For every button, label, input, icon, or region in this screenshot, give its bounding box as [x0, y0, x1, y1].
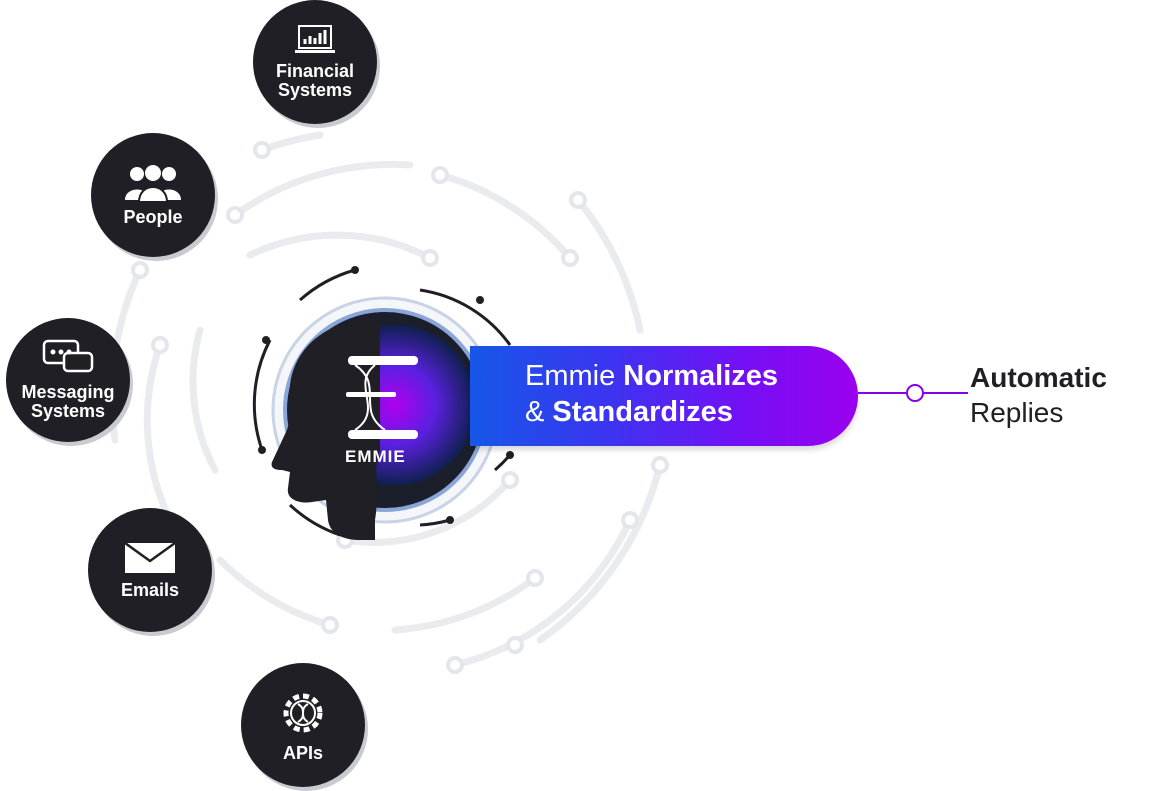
output-label: Automatic Replies: [970, 360, 1107, 430]
chat-bubbles-icon: [42, 339, 94, 373]
head-silhouette-icon: [271, 318, 380, 540]
output-title: Automatic: [970, 362, 1107, 393]
source-financial-systems: Financial Systems: [253, 0, 377, 124]
people-group-icon: [125, 164, 181, 202]
source-apis: APIs: [241, 663, 365, 787]
connector-node: [906, 384, 924, 402]
process-text-light: Emmie: [525, 360, 624, 392]
process-text-light: &: [525, 396, 553, 428]
process-text-bold: Normalizes: [623, 360, 779, 392]
envelope-icon: [124, 541, 176, 573]
source-people: People: [91, 133, 215, 257]
laptop-chart-icon: [295, 25, 335, 53]
emmie-logo-text: EMMIE: [345, 447, 406, 466]
gear-dna-icon: [283, 693, 323, 732]
process-text-bold: Standardizes: [552, 396, 733, 428]
process-banner: Emmie Normalizes & Standardizes: [470, 346, 858, 446]
source-emails: Emails: [88, 508, 212, 632]
output-subtitle: Replies: [970, 397, 1064, 428]
source-messaging-systems: Messaging Systems: [6, 318, 130, 442]
